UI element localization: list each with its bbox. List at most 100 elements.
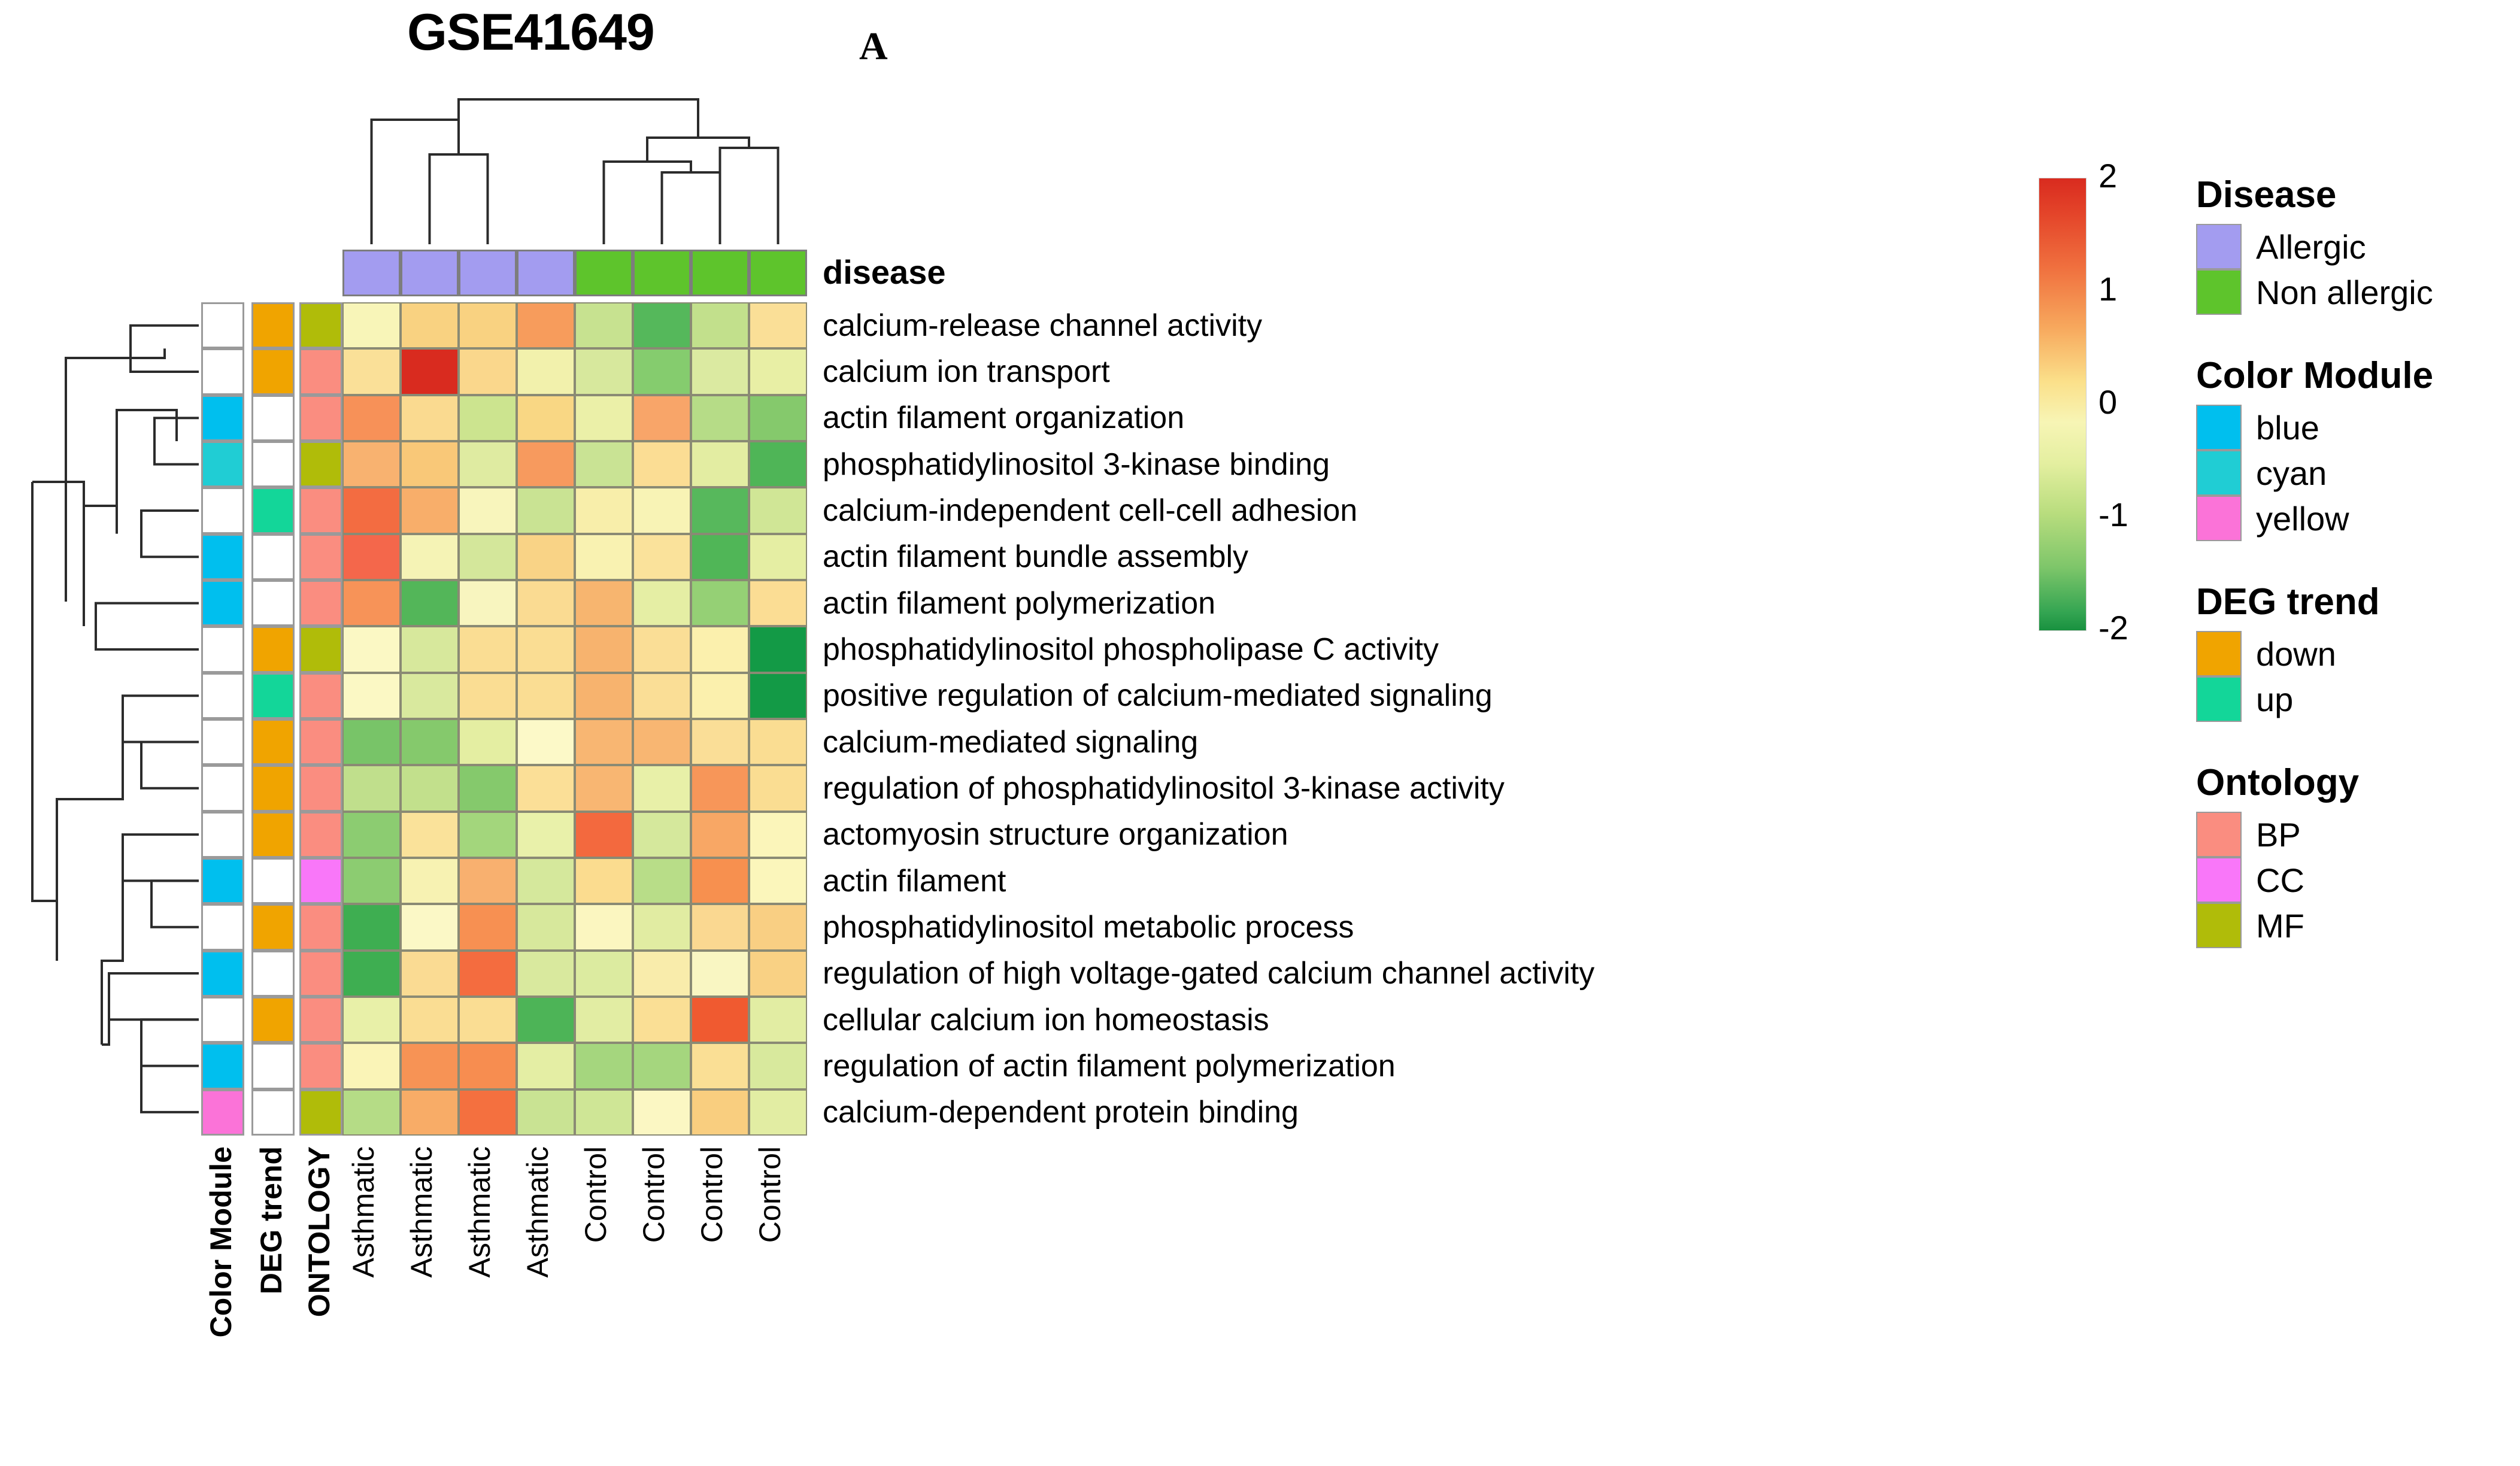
heatmap-cell xyxy=(342,997,401,1043)
disease-cell xyxy=(459,250,517,296)
heatmap-cell xyxy=(749,997,807,1043)
heatmap-cell xyxy=(691,1089,749,1136)
heatmap-cell xyxy=(517,858,575,905)
heatmap-cell xyxy=(342,904,401,951)
page-title: GSE41649 xyxy=(407,4,655,61)
heatmap-cell xyxy=(342,441,401,488)
heatmap-cell xyxy=(401,348,459,395)
heatmap-cell xyxy=(459,580,517,627)
ontology-cell xyxy=(299,487,342,534)
legend-swatch xyxy=(2196,903,2242,948)
heatmap-cell xyxy=(633,765,691,812)
heatmap-cell xyxy=(749,441,807,488)
row-label: actin filament xyxy=(823,863,1006,899)
heatmap-cell xyxy=(342,487,401,534)
heatmap-cell xyxy=(633,719,691,766)
color-module-cell xyxy=(201,950,244,997)
ontology-cell xyxy=(299,858,342,905)
disease-cell xyxy=(517,250,575,296)
deg-trend-cell xyxy=(251,719,295,766)
row-label: cellular calcium ion homeostasis xyxy=(823,1002,1269,1037)
legend-label: BP xyxy=(2256,816,2301,854)
legend-label: blue xyxy=(2256,409,2319,447)
heatmap-cell xyxy=(691,533,749,580)
heatmap-cell xyxy=(517,719,575,766)
heatmap-cell xyxy=(517,302,575,349)
row-label: phosphatidylinositol metabolic process xyxy=(823,909,1354,945)
heatmap-cell xyxy=(749,1043,807,1089)
heatmap-cell xyxy=(575,441,633,488)
heatmap-cell xyxy=(401,765,459,812)
heatmap-cell xyxy=(575,1089,633,1136)
color-module-cell xyxy=(201,997,244,1043)
annotation-column-deg-trend xyxy=(251,302,295,1136)
legend-label: up xyxy=(2256,681,2294,718)
deg-trend-cell xyxy=(251,1089,295,1136)
deg-trend-cell xyxy=(251,672,295,719)
heatmap-cell xyxy=(342,1089,401,1136)
heatmap-cell xyxy=(517,950,575,997)
ontology-cell xyxy=(299,950,342,997)
heatmap-cell xyxy=(517,811,575,858)
heatmap-cell xyxy=(575,1043,633,1089)
heatmap-cell xyxy=(575,626,633,673)
deg-trend-cell xyxy=(251,302,295,349)
heatmap-cell xyxy=(633,997,691,1043)
disease-cell xyxy=(575,250,633,296)
heatmap-cell xyxy=(575,487,633,534)
row-label: actomyosin structure organization xyxy=(823,817,1288,852)
heatmap-cell xyxy=(459,302,517,349)
heatmap-cell xyxy=(633,858,691,905)
deg-trend-cell xyxy=(251,394,295,441)
heatmap-cell xyxy=(633,580,691,627)
deg-trend-cell xyxy=(251,487,295,534)
colorbar-tick-label: 1 xyxy=(2099,269,2118,308)
heatmap-cell xyxy=(633,904,691,951)
ontology-cell xyxy=(299,719,342,766)
deg-trend-cell xyxy=(251,533,295,580)
row-label: regulation of actin filament polymerizat… xyxy=(823,1048,1396,1083)
heatmap-cell xyxy=(633,394,691,441)
heatmap-cell xyxy=(459,348,517,395)
heatmap-grid xyxy=(342,302,807,1136)
heatmap-cell xyxy=(575,765,633,812)
heatmap-cell xyxy=(749,394,807,441)
row-label: actin filament bundle assembly xyxy=(823,539,1249,575)
row-label: calcium-release channel activity xyxy=(823,308,1263,343)
colorbar-gradient xyxy=(2039,178,2087,631)
heatmap-cell xyxy=(633,302,691,349)
annotation-column-label: DEG trend xyxy=(254,1146,288,1295)
legend-swatch xyxy=(2196,405,2242,450)
heatmap-cell xyxy=(749,580,807,627)
deg-trend-cell xyxy=(251,1043,295,1089)
heatmap-cell xyxy=(691,719,749,766)
heatmap-cell xyxy=(691,487,749,534)
row-label: positive regulation of calcium-mediated … xyxy=(823,678,1493,714)
legend-swatch xyxy=(2196,857,2242,903)
row-label: calcium-mediated signaling xyxy=(823,724,1199,760)
disease-cell xyxy=(633,250,691,296)
heatmap-cell xyxy=(691,765,749,812)
deg-trend-cell xyxy=(251,580,295,627)
heatmap-cell xyxy=(633,533,691,580)
ontology-cell xyxy=(299,1089,342,1136)
heatmap-cell xyxy=(459,858,517,905)
column-dendrogram xyxy=(370,98,780,244)
heatmap-cell xyxy=(691,904,749,951)
heatmap-cell xyxy=(633,441,691,488)
row-label: actin filament organization xyxy=(823,400,1185,436)
heatmap-cell xyxy=(459,487,517,534)
heatmap-cell xyxy=(749,811,807,858)
heatmap-cell xyxy=(342,302,401,349)
heatmap-cell xyxy=(459,441,517,488)
heatmap-cell xyxy=(749,1089,807,1136)
color-module-cell xyxy=(201,719,244,766)
row-dendrogram xyxy=(31,324,199,1113)
heatmap-cell xyxy=(633,487,691,534)
heatmap-cell xyxy=(633,1089,691,1136)
heatmap-cell xyxy=(633,672,691,719)
annotation-column-label: Color Module xyxy=(204,1146,238,1338)
row-label: regulation of high voltage-gated calcium… xyxy=(823,956,1595,991)
heatmap-cell xyxy=(401,302,459,349)
